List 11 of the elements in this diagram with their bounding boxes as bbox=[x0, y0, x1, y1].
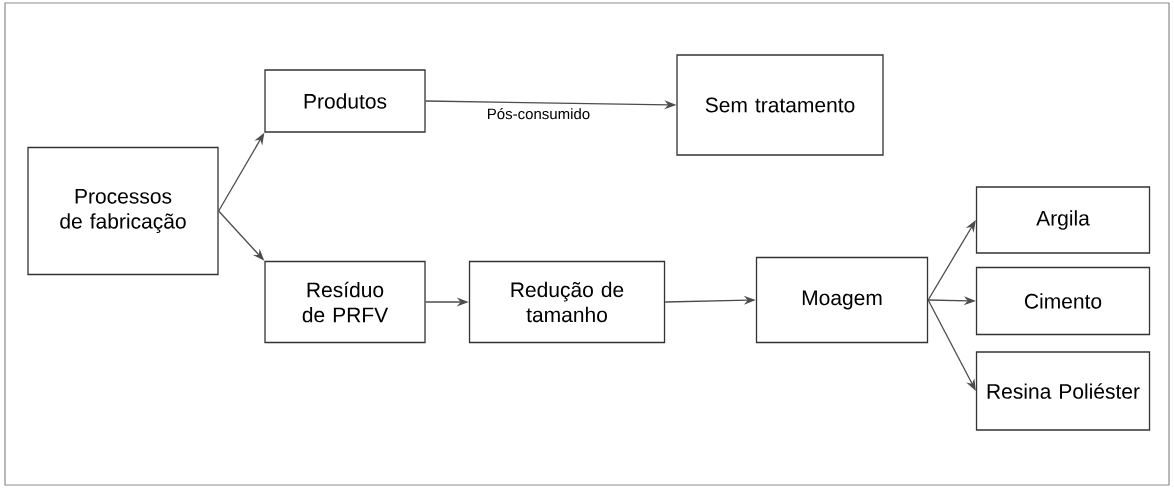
process-box: Produtos bbox=[264, 69, 426, 133]
process-box: Resíduo de PRFV bbox=[264, 260, 426, 344]
arrow bbox=[927, 220, 976, 301]
process-box: Resina Poliéster bbox=[975, 351, 1151, 431]
process-box: Argila bbox=[975, 186, 1151, 254]
process-box: Redução de tamanho bbox=[468, 260, 666, 344]
process-box: Sem tratamento bbox=[676, 54, 884, 156]
edge-label: Pós-consumido bbox=[485, 107, 592, 121]
process-box: Moagem bbox=[755, 256, 929, 344]
process-box: Cimento bbox=[975, 266, 1151, 336]
process-box: Processos de fabricação bbox=[27, 146, 219, 276]
